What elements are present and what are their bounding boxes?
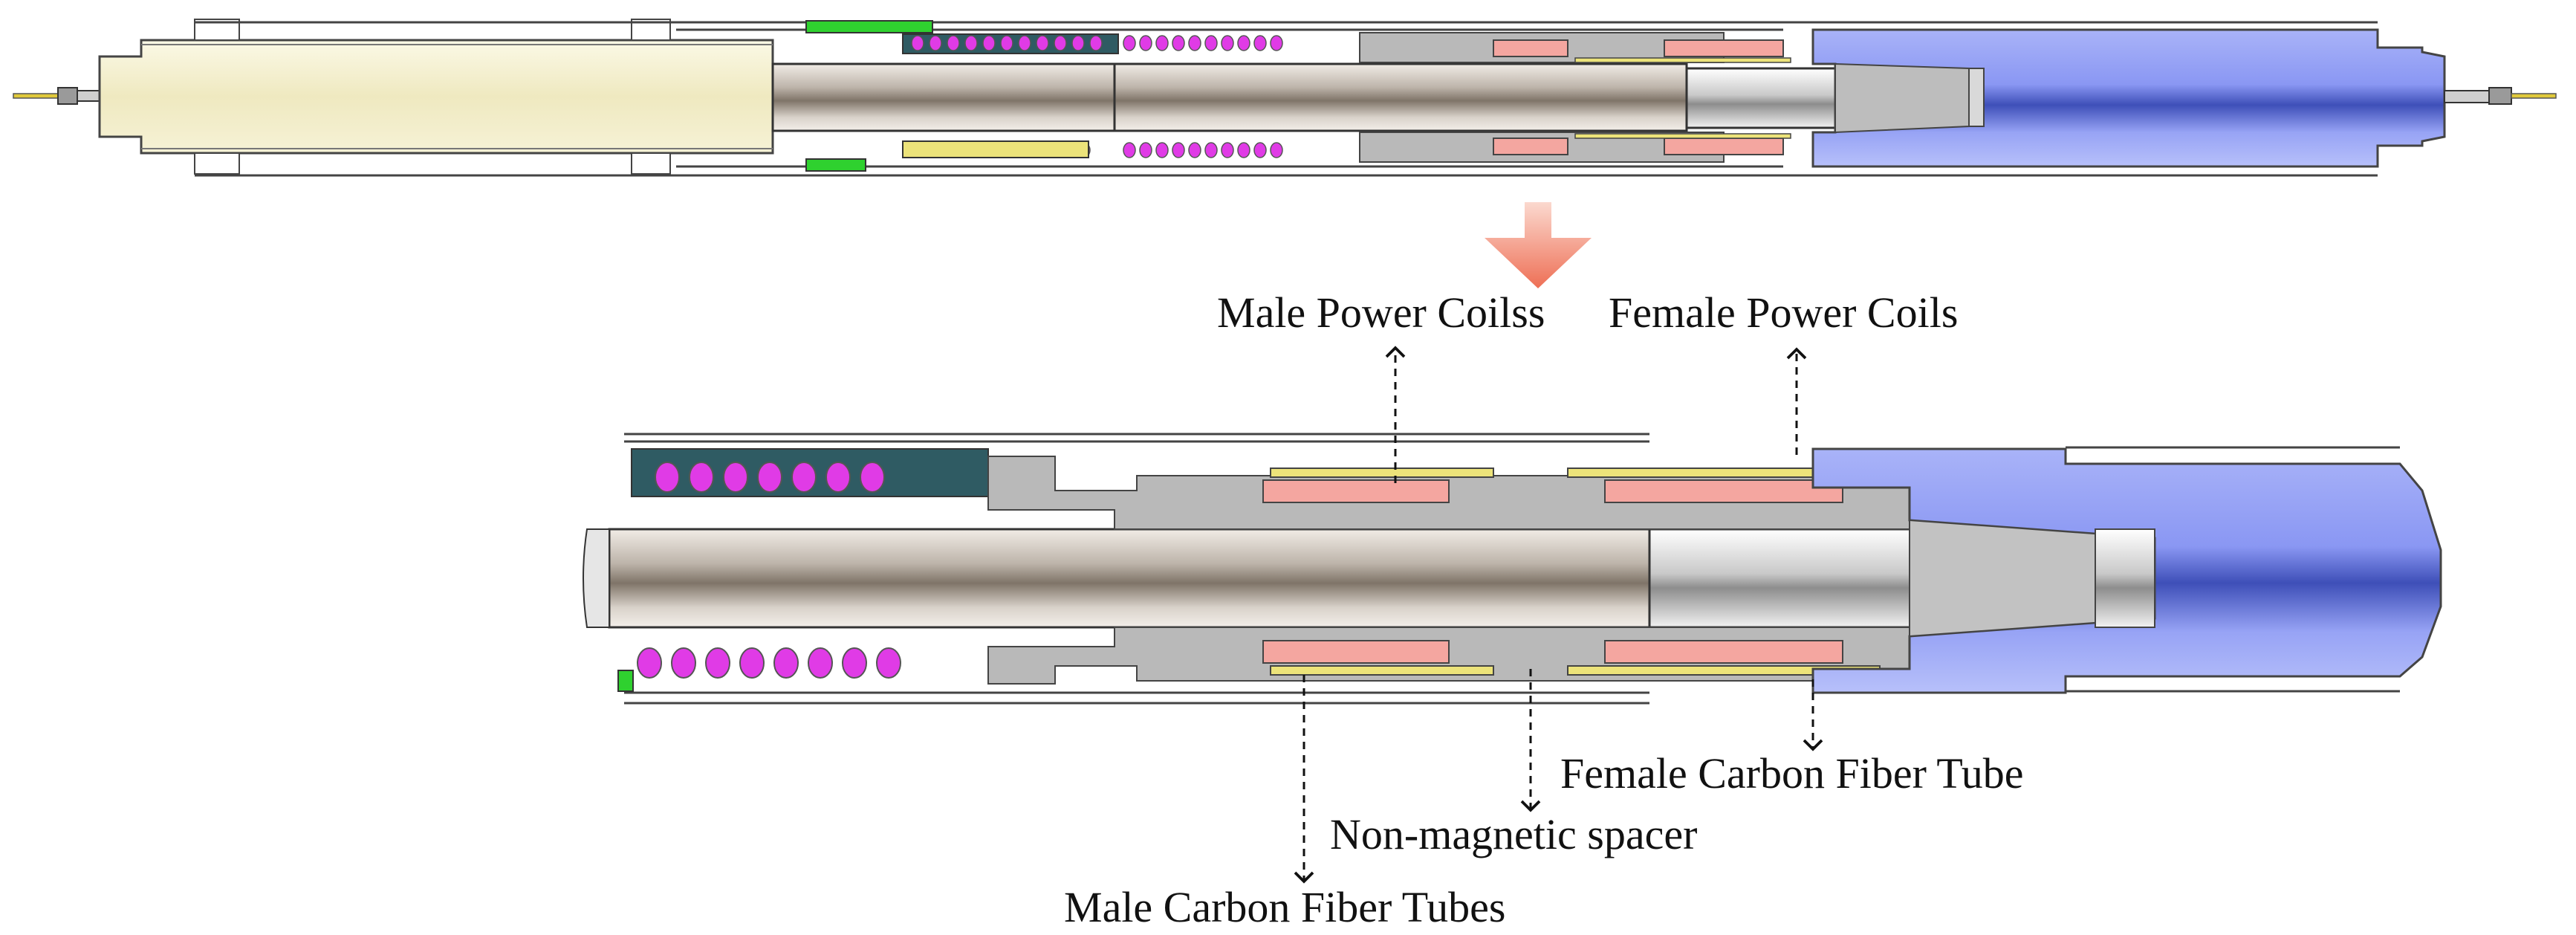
green-seal-bottom: [805, 158, 866, 172]
spring-coil: [929, 35, 942, 51]
spring-coil: [705, 647, 730, 679]
zoomed-detail: [583, 433, 2442, 705]
spring-coil: [791, 462, 817, 493]
spring-coil: [911, 35, 924, 51]
spring-coil: [964, 35, 978, 51]
female-power-coil-top: [1604, 479, 1843, 503]
spring-coil: [982, 35, 996, 51]
spring-coil: [1036, 35, 1049, 51]
spring-coil: [1172, 35, 1185, 51]
spring-coil: [1089, 35, 1103, 51]
label-non-magnetic-spacer: Non-magnetic spacer: [1330, 810, 1698, 858]
spring-coil: [808, 647, 833, 679]
spring-coil: [825, 462, 851, 493]
spring-coil: [1237, 142, 1250, 158]
spring-coil: [1221, 142, 1234, 158]
spring-coil: [860, 462, 885, 493]
male-carbon-fiber-tube-bottom: [1270, 665, 1494, 676]
spring-coil: [1071, 35, 1085, 51]
mandrel: [771, 62, 1844, 132]
male-housing: [98, 19, 774, 175]
spring-coil: [1139, 35, 1152, 51]
spring-coil: [1139, 142, 1152, 158]
spring-coil: [739, 647, 765, 679]
full-connector-assembly: [13, 19, 2557, 177]
left-contact-pin: [13, 87, 100, 105]
spring-coil: [1155, 35, 1169, 51]
springs-detail-bottom: [637, 647, 901, 679]
spring-coil: [1237, 35, 1250, 51]
female-housing: [1811, 28, 2446, 168]
spring-coil: [1123, 142, 1136, 158]
springs-detail-top: [655, 462, 885, 493]
spring-coil: [637, 647, 662, 679]
spring-coil: [655, 462, 680, 493]
spring-coil: [1172, 142, 1185, 158]
spring-coil: [1018, 35, 1031, 51]
spring-coil: [689, 462, 714, 493]
male-carbon-fiber-tube-top: [1270, 468, 1494, 478]
springs-top: [911, 35, 1283, 51]
right-contact-pin: [2444, 87, 2557, 105]
female-power-coil-bottom: [1604, 640, 1843, 664]
male-power-coil-top: [1262, 479, 1450, 503]
mandrel-detail: [608, 528, 1651, 629]
spring-coil: [1054, 35, 1067, 51]
spring-coil: [671, 647, 696, 679]
label-male-power-coils: Male Power Coilss: [1217, 288, 1545, 337]
spring-coil: [1204, 142, 1218, 158]
yellow-block-bottom: [902, 140, 1089, 158]
label-female-power-coils: Female Power Coils: [1609, 288, 1959, 337]
spring-coil: [842, 647, 867, 679]
spring-coil: [1253, 142, 1267, 158]
spring-coil: [1188, 35, 1201, 51]
spring-coil: [757, 462, 782, 493]
label-male-carbon-fiber-tubes: Male Carbon Fiber Tubes: [1064, 883, 1506, 931]
spring-coil: [1000, 35, 1013, 51]
spring-coil: [1270, 142, 1283, 158]
male-power-coil-bottom: [1262, 640, 1450, 664]
green-seal-top: [805, 20, 933, 33]
label-female-carbon-fiber-tube: Female Carbon Fiber Tube: [1560, 749, 2024, 798]
spring-coil: [723, 462, 748, 493]
mandrel-tip-detail: [1648, 528, 1918, 629]
coupling-body-top: [1359, 32, 1791, 163]
spring-coil: [876, 647, 901, 679]
spring-coil: [1204, 35, 1218, 51]
spring-coil: [947, 35, 960, 51]
zoom-arrow-icon: [1485, 202, 1592, 288]
spring-coil: [1123, 35, 1136, 51]
spring-coil: [773, 647, 799, 679]
spring-coil: [1253, 35, 1267, 51]
spring-coil: [1221, 35, 1234, 51]
leader-lines: [1294, 346, 1823, 884]
spring-coil: [1188, 142, 1201, 158]
spring-coil: [1155, 142, 1169, 158]
spring-coil: [1270, 35, 1283, 51]
green-seal-detail: [617, 670, 634, 692]
